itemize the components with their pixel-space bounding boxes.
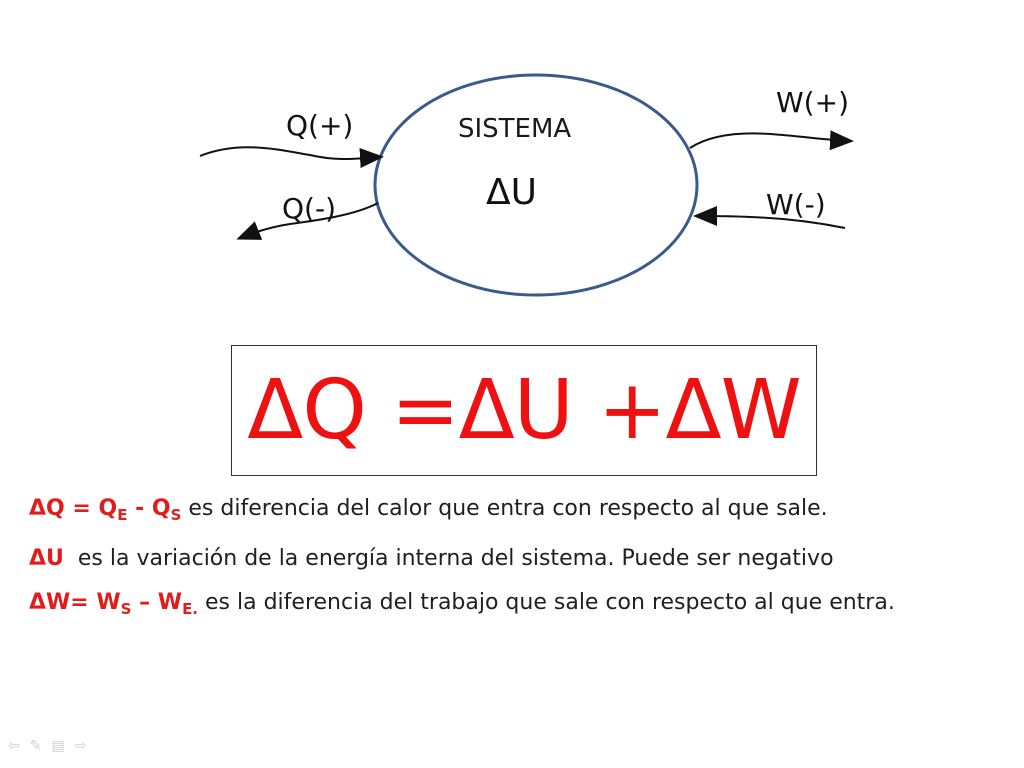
dq-mid: - Q bbox=[127, 496, 171, 521]
menu-icon[interactable]: ▤ bbox=[51, 738, 65, 754]
arrow-left-icon[interactable]: ⇦ bbox=[8, 738, 20, 754]
thermodynamic-system-diagram: Q(+) Q(-) W(+) W(-) SISTEMA ΔU bbox=[199, 73, 854, 297]
w-out-label: W(+) bbox=[776, 86, 849, 119]
work-in-arrow bbox=[693, 206, 846, 229]
dw-sub-e: E. bbox=[182, 600, 199, 618]
first-law-equation-box: ΔQ =ΔU +ΔW bbox=[231, 345, 817, 476]
pen-icon[interactable]: ✎ bbox=[29, 738, 42, 754]
work-out-arrow bbox=[689, 130, 854, 151]
definition-dw: ΔW= WS – WE. es la diferencia del trabaj… bbox=[29, 586, 999, 626]
dw-description: es la diferencia del trabajo que sale co… bbox=[198, 590, 895, 615]
system-label: SISTEMA bbox=[458, 114, 571, 144]
slide-nav-toolbar: ⇦ ✎ ▤ ⇨ bbox=[8, 738, 86, 754]
arrow-right-icon[interactable]: ⇨ bbox=[74, 738, 87, 754]
dq-sub-s: S bbox=[170, 506, 182, 524]
dw-sub-s: S bbox=[120, 600, 132, 618]
q-in-label: Q(+) bbox=[286, 109, 353, 142]
internal-energy-label: ΔU bbox=[486, 172, 537, 213]
system-circle bbox=[373, 73, 699, 297]
dq-sub-e: E bbox=[117, 506, 128, 524]
definition-dq: ΔQ = QE - QS es diferencia del calor que… bbox=[29, 492, 999, 532]
definition-du: ΔU es la variación de la energía interna… bbox=[29, 542, 999, 576]
du-formula: ΔU bbox=[29, 546, 64, 571]
dw-lhs: ΔW= W bbox=[29, 590, 121, 615]
heat-out-arrow bbox=[236, 202, 379, 240]
dq-description: es diferencia del calor que entra con re… bbox=[181, 496, 828, 521]
heat-in-arrow bbox=[199, 146, 384, 168]
definitions-list: ΔQ = QE - QS es diferencia del calor que… bbox=[29, 492, 999, 636]
w-in-label: W(-) bbox=[766, 188, 826, 221]
dw-formula: ΔW= WS – WE. bbox=[29, 590, 199, 618]
first-law-equation: ΔQ =ΔU +ΔW bbox=[247, 363, 801, 458]
dw-mid: – W bbox=[131, 590, 183, 615]
q-out-label: Q(-) bbox=[282, 192, 336, 225]
dq-lhs: ΔQ = Q bbox=[29, 496, 118, 521]
dq-formula: ΔQ = QE - QS bbox=[29, 496, 182, 524]
du-description: es la variación de la energía interna de… bbox=[63, 546, 834, 571]
